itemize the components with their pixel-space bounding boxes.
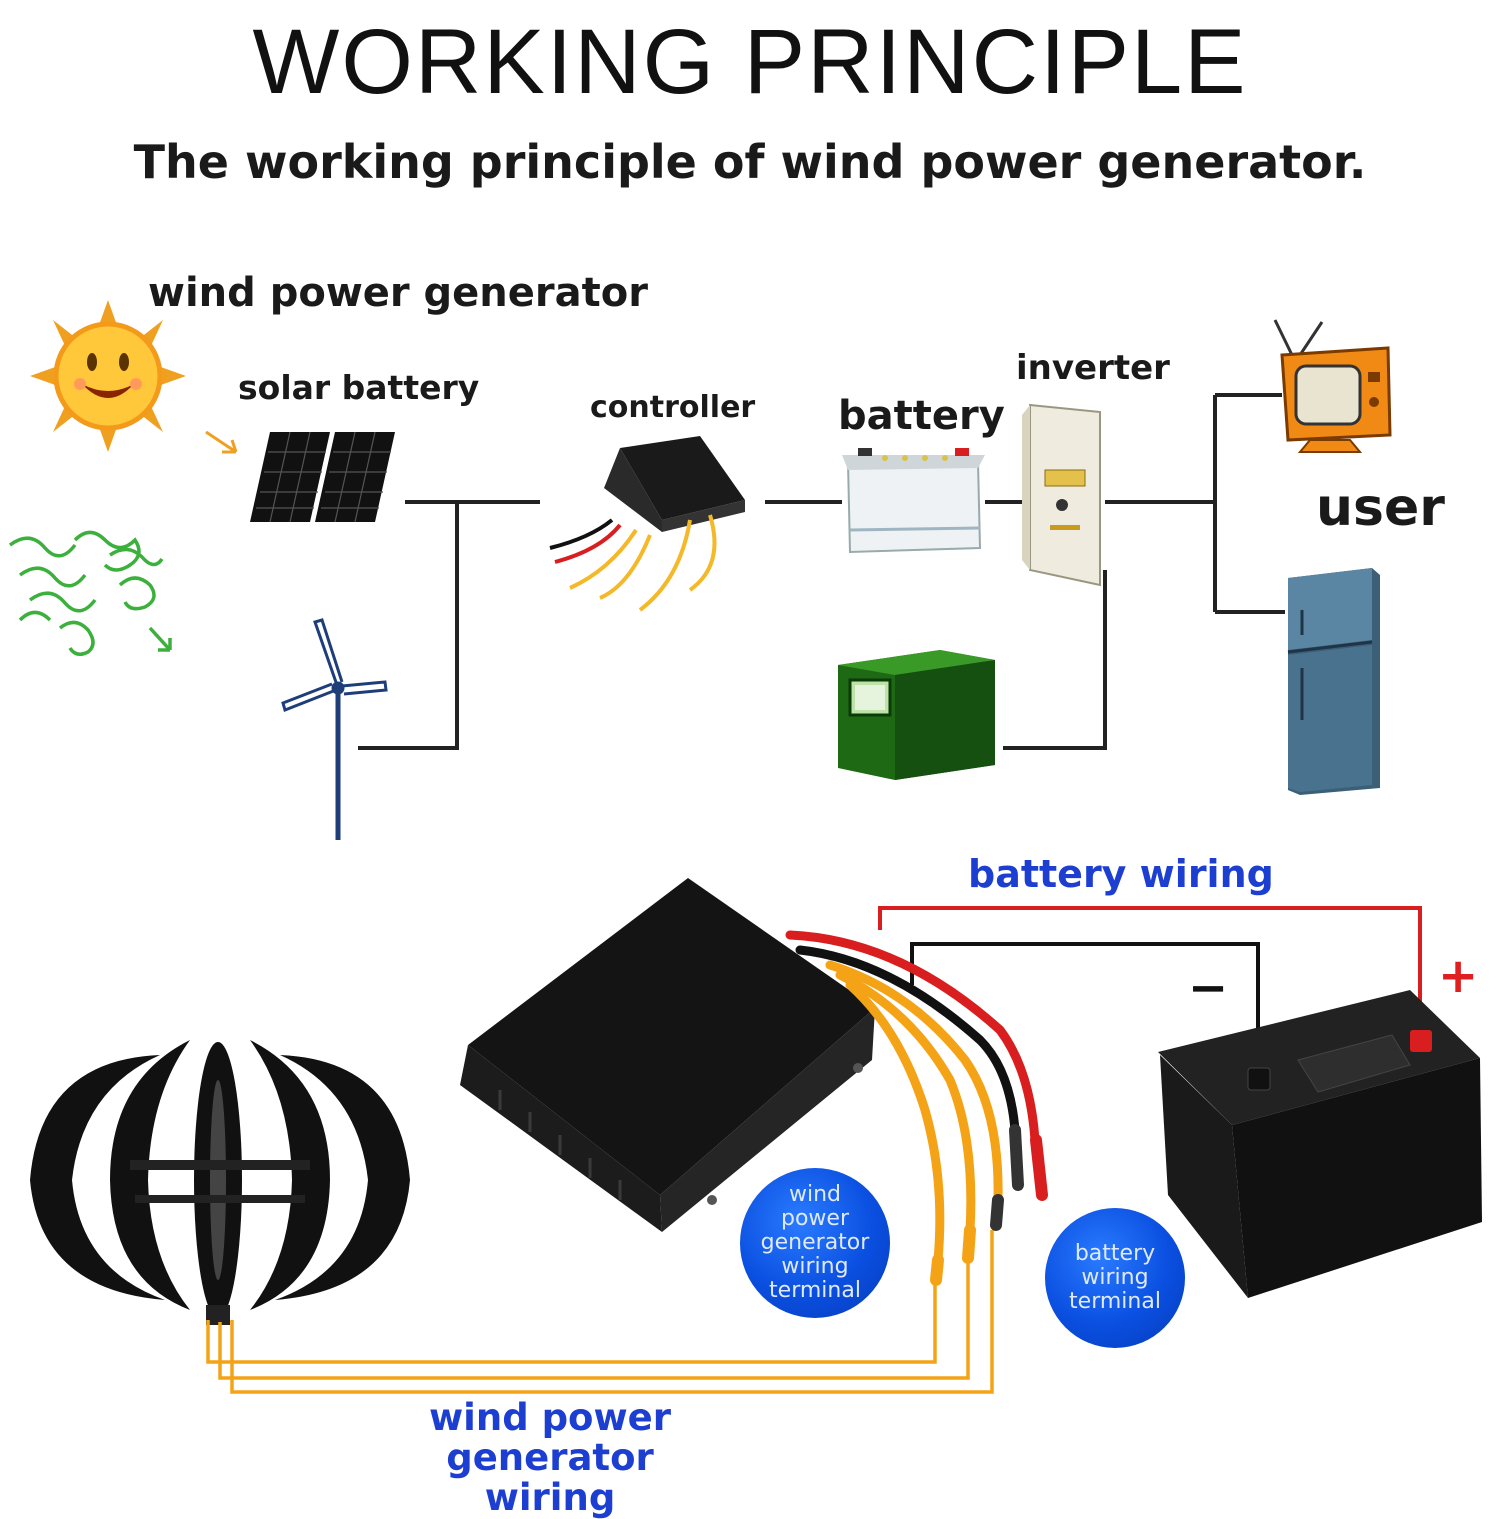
car-battery-icon: [1158, 990, 1482, 1298]
label-minus: −: [1188, 960, 1229, 1016]
battery-terminal-bubble: battery wiring terminal: [1045, 1208, 1185, 1348]
page-title: WORKING PRINCIPLE: [252, 11, 1248, 113]
backup-battery-icon: [838, 650, 995, 780]
label-wind-power-generator-wiring: wind power generator wiring: [429, 1396, 671, 1519]
label-wind-power-generator: wind power generator: [148, 270, 648, 316]
controller-icon: [549, 436, 745, 612]
wire-terminals: [930, 1124, 1048, 1286]
generator-terminal-text: wind power generator wiring terminal: [760, 1182, 870, 1303]
label-solar-battery: solar battery: [238, 368, 480, 407]
inverter-icon: [1022, 403, 1101, 587]
generator-terminal-bubble: wind power generator wiring terminal: [740, 1168, 890, 1318]
tv-icon: [1273, 319, 1392, 453]
battery-icon: [842, 448, 985, 554]
label-battery: battery: [838, 393, 1005, 439]
label-inverter: inverter: [1016, 348, 1170, 388]
sun-icon: [30, 300, 186, 452]
diagram-canvas: [8, 300, 1482, 1394]
flow-lines: [358, 393, 1285, 750]
solar-panel-icon: [250, 431, 395, 523]
wind-turbine-icon: [281, 618, 388, 840]
page-subtitle: The working principle of wind power gene…: [133, 135, 1367, 189]
fridge-icon: [1287, 568, 1380, 795]
label-plus: +: [1438, 948, 1479, 1004]
label-battery-wiring: battery wiring: [968, 852, 1274, 896]
arrow-icon: [205, 430, 238, 454]
generator-wires: [206, 1230, 994, 1394]
wind-icon: [8, 530, 172, 656]
controller-output-wires: [785, 930, 1040, 1265]
controller-icon: [460, 878, 875, 1232]
label-user: user: [1316, 478, 1445, 538]
label-controller: controller: [590, 390, 756, 425]
lantern-turbine-icon: [30, 1040, 410, 1325]
battery-terminal-text: battery wiring terminal: [1069, 1241, 1161, 1314]
